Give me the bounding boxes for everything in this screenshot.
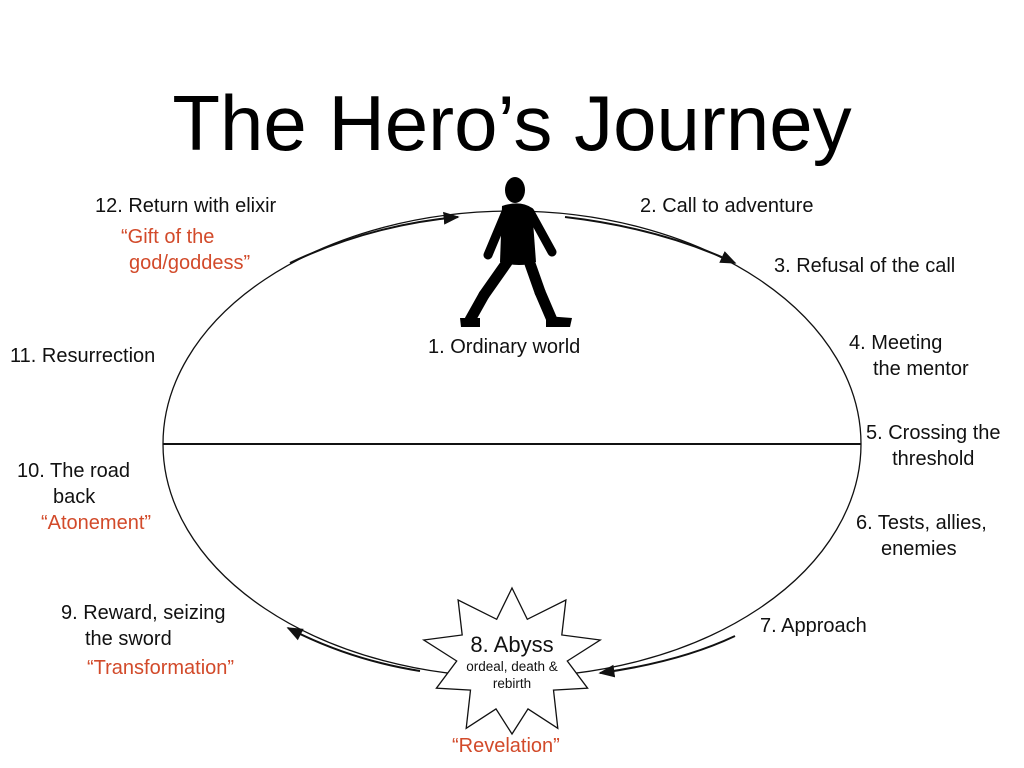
walking-person-icon: [460, 177, 572, 327]
stage-5-crossing-the-threshold: 5. Crossing the threshold: [866, 420, 1001, 472]
stage-1-ordinary-world: 1. Ordinary world: [428, 336, 581, 358]
stage-12-return-with-elixir: 12. Return with elixir: [95, 195, 277, 217]
stage-10-line-2: back: [53, 486, 96, 508]
stage-3-refusal-of-the-call: 3. Refusal of the call: [774, 255, 956, 277]
arrow-approach-to-abyss: [598, 635, 736, 678]
stage-11-resurrection: 11. Resurrection: [10, 345, 156, 367]
stage-10-the-road-back: 10. The road back: [17, 458, 130, 510]
page-title: The Hero’s Journey: [172, 79, 851, 167]
arrow-abyss-to-reward: [286, 627, 421, 672]
starburst-icon: [421, 586, 603, 736]
stage-8-title: 8. Abyss: [470, 632, 554, 657]
stage-8-abyss: 8. Abyss ordeal, death & rebirth: [452, 632, 572, 692]
stage-8-subtitle-2: rebirth: [492, 676, 532, 691]
quote-12-line-2: god/goddess”: [129, 252, 251, 274]
stage-6-tests-allies-enemies: 6. Tests, allies, enemies: [856, 510, 987, 562]
stage-2-call-to-adventure: 2. Call to adventure: [640, 195, 814, 217]
stage-6-line-1: 6. Tests, allies,: [856, 512, 987, 534]
stage-8-subtitle-1: ordeal, death &: [466, 659, 558, 674]
quote-transformation: “Transformation”: [87, 657, 235, 679]
stage-9-reward-seizing-the-sword: 9. Reward, seizing the sword: [61, 600, 226, 652]
stage-5-line-2: threshold: [892, 448, 975, 470]
stage-7-approach: 7. Approach: [760, 615, 867, 637]
stage-4-line-2: the mentor: [873, 358, 969, 380]
stage-6-line-2: enemies: [881, 538, 957, 560]
stage-4-meeting-the-mentor: 4. Meeting the mentor: [849, 330, 969, 382]
quote-gift-of-the-god: “Gift of the god/goddess”: [121, 224, 250, 276]
quote-12-line-1: “Gift of the: [121, 226, 215, 248]
quote-atonement: “Atonement”: [41, 512, 152, 534]
stage-4-line-1: 4. Meeting: [849, 332, 943, 354]
arrow-return-to-start: [289, 211, 460, 264]
stage-5-line-1: 5. Crossing the: [866, 422, 1001, 444]
stage-10-line-1: 10. The road: [17, 460, 131, 482]
arrow-start-to-call: [564, 216, 737, 264]
stage-9-line-2: the sword: [85, 628, 172, 650]
stage-9-line-1: 9. Reward, seizing: [61, 602, 226, 624]
quote-revelation: “Revelation”: [452, 735, 560, 757]
